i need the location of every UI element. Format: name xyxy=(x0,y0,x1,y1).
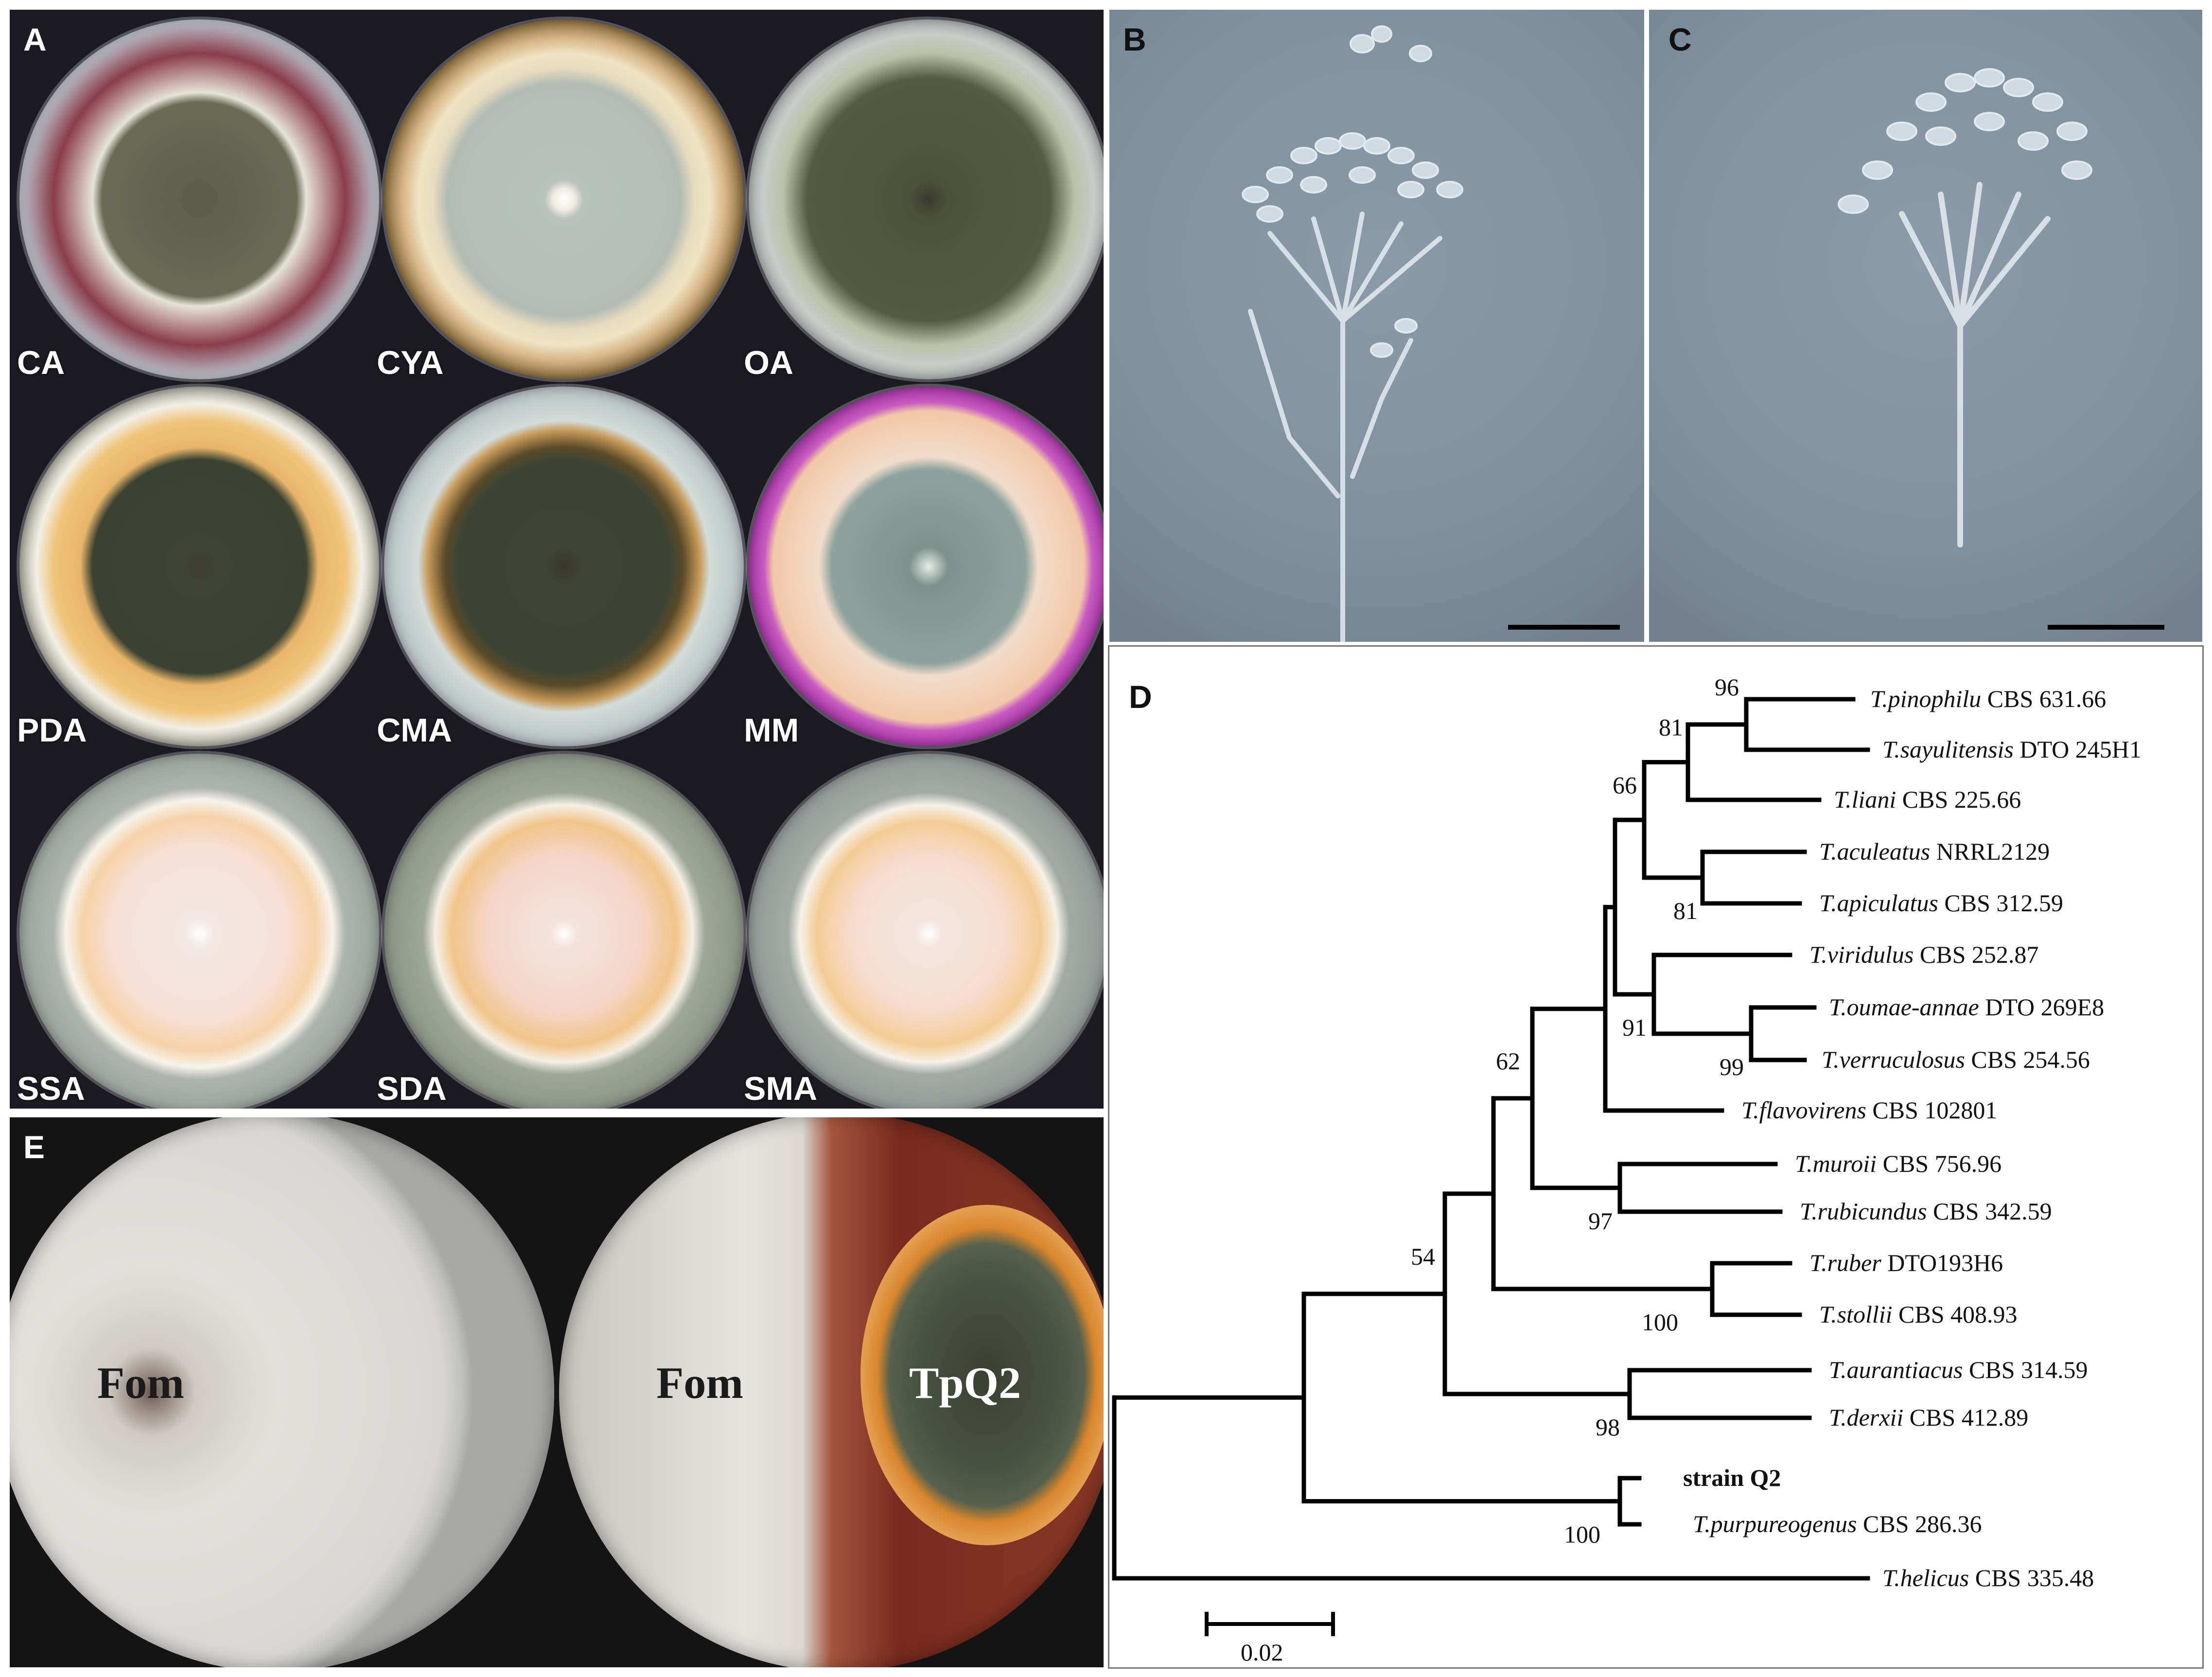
taxon-label: T.aculeatus NRRL2129 xyxy=(1819,838,2050,865)
bootstrap-value: 54 xyxy=(1411,1243,1435,1270)
bootstrap-value: 62 xyxy=(1496,1047,1520,1075)
plate-fom-control xyxy=(10,1117,554,1667)
bootstrap-value: 98 xyxy=(1596,1413,1620,1441)
panel-e: E Fom Fom TpQ2 xyxy=(10,1117,1104,1667)
medium-label-ca: CA xyxy=(17,344,65,381)
panel-e-label: E xyxy=(23,1129,45,1165)
penicillus-illustration xyxy=(1242,25,1620,642)
panel-c-label: C xyxy=(1668,21,1692,57)
taxon-label: T.purpureogenus CBS 286.36 xyxy=(1693,1510,1982,1537)
medium-label-pda: PDA xyxy=(17,712,87,749)
taxon-label: T.viridulus CBS 252.87 xyxy=(1809,941,2038,968)
taxon-label: strain Q2 xyxy=(1683,1464,1781,1491)
taxon-label: T.rubicundus CBS 342.59 xyxy=(1800,1198,2052,1225)
panel-b-label: B xyxy=(1123,21,1146,57)
taxon-label: T.pinophilu CBS 631.66 xyxy=(1870,685,2106,712)
medium-label-oa: OA xyxy=(744,344,793,381)
taxon-label: T.aurantiacus CBS 314.59 xyxy=(1829,1356,2088,1383)
taxon-label: T.sayulitensis DTO 245H1 xyxy=(1882,736,2142,763)
penicillus-illustration xyxy=(1838,68,2164,630)
tpq2-label: TpQ2 xyxy=(909,1358,1021,1408)
panel-a-label: A xyxy=(23,21,47,57)
phylogenetic-tree: T.pinophilu CBS 631.66T.sayulitensis DTO… xyxy=(1112,673,2142,1666)
taxon-label: T.liani CBS 225.66 xyxy=(1834,786,2021,813)
plate-ssa xyxy=(19,754,379,1109)
bootstrap-value: 97 xyxy=(1588,1207,1613,1235)
taxon-label: T.stollii CBS 408.93 xyxy=(1819,1301,2018,1328)
panel-b: B xyxy=(1109,10,1644,642)
bootstrap-value: 81 xyxy=(1673,897,1698,924)
bootstrap-value: 66 xyxy=(1613,771,1637,798)
fom-label-left: Fom xyxy=(97,1358,184,1408)
bootstrap-value: 100 xyxy=(1642,1308,1678,1336)
tpq2-colony xyxy=(860,1205,1104,1545)
bootstrap-value: 96 xyxy=(1715,673,1739,701)
scale-bar xyxy=(1205,1612,1335,1636)
bootstrap-value: 91 xyxy=(1622,1014,1647,1041)
bootstrap-value: 81 xyxy=(1659,714,1683,741)
bootstrap-value: 100 xyxy=(1564,1521,1600,1548)
medium-label-cma: CMA xyxy=(377,712,452,749)
plate-mm xyxy=(749,387,1104,746)
medium-label-ssa: SSA xyxy=(17,1070,85,1107)
panel-d-label: D xyxy=(1129,679,1152,715)
medium-label-cya: CYA xyxy=(377,344,444,381)
fom-label-right: Fom xyxy=(656,1358,743,1408)
taxon-label: T.helicus CBS 335.48 xyxy=(1882,1564,2094,1591)
taxon-label: T.apiculatus CBS 312.59 xyxy=(1819,889,2063,917)
medium-label-mm: MM xyxy=(744,712,799,749)
taxon-label: T.verruculosus CBS 254.56 xyxy=(1822,1046,2090,1073)
taxon-label: T.flavovirens CBS 102801 xyxy=(1741,1096,1997,1124)
taxon-label: T.muroii CBS 756.96 xyxy=(1795,1150,2001,1177)
taxon-label: T.derxii CBS 412.89 xyxy=(1829,1404,2028,1431)
plate-cma xyxy=(384,387,744,746)
plate-pda xyxy=(19,387,379,746)
plate-sda xyxy=(384,754,744,1109)
medium-label-sma: SMA xyxy=(744,1070,818,1107)
plate-ca xyxy=(19,19,379,379)
scale-bar-label: 0.02 xyxy=(1241,1639,1283,1666)
medium-label-sda: SDA xyxy=(377,1070,447,1107)
taxon-label: T.oumae-annae DTO 269E8 xyxy=(1829,993,2104,1021)
bootstrap-value: 99 xyxy=(1720,1053,1744,1080)
taxon-label: T.ruber DTO193H6 xyxy=(1809,1249,2003,1276)
plate-cya xyxy=(384,19,744,379)
plate-sma xyxy=(749,754,1104,1109)
plate-oa xyxy=(749,19,1104,379)
panel-a: A CA CYA OA PDA CMA MM SSA SDA SMA xyxy=(10,10,1104,1109)
panel-c: C xyxy=(1649,10,2202,642)
